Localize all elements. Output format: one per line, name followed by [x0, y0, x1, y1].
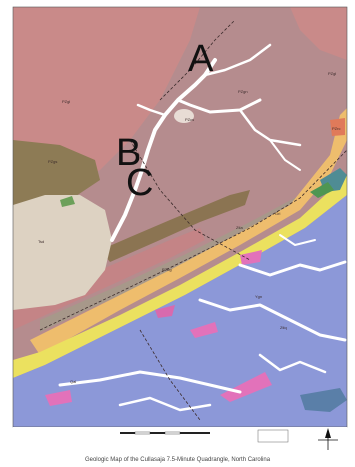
scale-bar-segment-3 [150, 432, 165, 434]
unit-label-pzbg: PZbg [162, 267, 172, 272]
magenta-lens-6 [330, 118, 345, 136]
scale-bar-segment-1 [120, 432, 135, 434]
light-unit-blob [174, 109, 194, 123]
river-lower-4 [258, 353, 327, 374]
fault-line-2 [129, 139, 251, 261]
river-lower-2 [198, 298, 347, 342]
river-lower-1 [238, 260, 347, 277]
cream-unit [13, 195, 112, 310]
scale-bar-segment-5 [180, 432, 210, 434]
olive-diagonal-band [100, 190, 250, 262]
green-lens-1 [310, 182, 334, 198]
river-lower-5 [118, 396, 212, 412]
footer-strip [13, 427, 347, 455]
unit-label-tsd: Tsd [38, 239, 45, 244]
unit-label-pzgn: PZgn [238, 89, 248, 94]
unit-label-ztlq: Ztlq [280, 325, 287, 330]
unit-label-pzgs: PZgs [48, 159, 58, 164]
magenta-lens-3 [220, 372, 272, 402]
inset-box [257, 429, 289, 443]
river-tributary-4 [238, 108, 302, 147]
fault-line-1 [159, 19, 236, 101]
unit-label-pzcs: PZcs [185, 117, 195, 122]
scale-bar-segment-4 [164, 431, 181, 435]
orange-belt-unit [30, 108, 347, 355]
river-tributary-5 [269, 139, 301, 171]
scale-bar [120, 431, 210, 435]
label-b: B [116, 132, 142, 174]
pink-band-lower-left [13, 228, 205, 330]
fault-lines [39, 19, 348, 421]
green-lens-2 [60, 196, 75, 207]
river-main [110, 58, 217, 242]
grey-brown-strip [40, 195, 300, 332]
north-arrow-icon [318, 428, 338, 450]
river-lower-6 [279, 234, 316, 246]
unit-label-pzgl-1: PZgl [62, 99, 71, 104]
olive-brown-unit [13, 140, 100, 210]
magenta-lens-2 [190, 322, 218, 338]
river-tributary-3 [136, 103, 167, 117]
teal-lens-2 [300, 388, 347, 412]
unit-label-pzrc: PZrc [332, 126, 341, 131]
unit-label-ygn: Ygn [255, 294, 263, 299]
river-lower-3 [58, 370, 242, 394]
map-caption: Geologic Map of the Cullasaja 7.5-Minute… [84, 457, 271, 463]
river-tributary-1 [176, 98, 262, 114]
scale-bar-segment-2 [134, 431, 151, 435]
drainage-network [58, 43, 347, 412]
magenta-lens-4 [45, 390, 72, 406]
label-c: C [126, 162, 154, 204]
magenta-lens-5 [155, 305, 175, 318]
pink-upper-right-unit [290, 7, 347, 60]
river-tributary-2 [203, 43, 272, 77]
label-a: A [188, 38, 214, 80]
unit-label-qal: Qal [70, 379, 77, 384]
fault-line-4 [139, 329, 201, 421]
fault-line-3 [39, 149, 348, 331]
blue-unit [13, 195, 347, 427]
unit-label-grl: Grl [275, 211, 281, 216]
yellow-belt-unit [13, 175, 347, 378]
unit-label-pzgl-2: PZgl [328, 71, 337, 76]
magenta-lens-1 [240, 250, 262, 265]
unit-label-ztla: Ztla [236, 225, 243, 230]
